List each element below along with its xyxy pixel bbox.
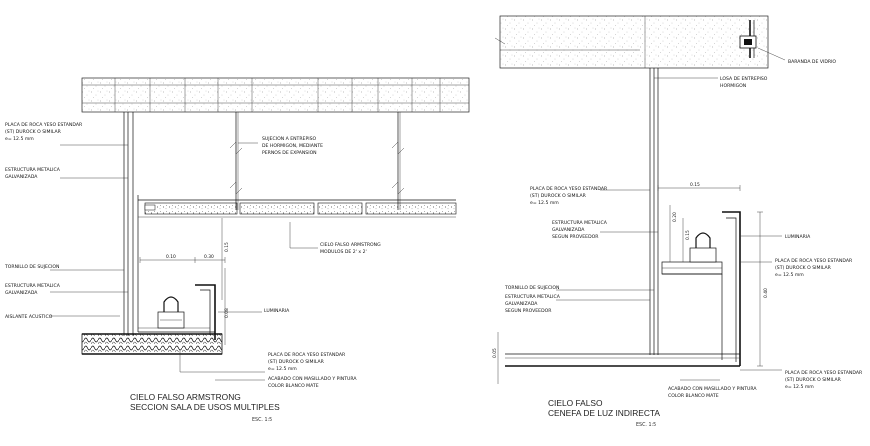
svg-text:GALVANIZADA: GALVANIZADA [5,174,38,180]
svg-text:(ST) DUROCK O SIMILAR: (ST) DUROCK O SIMILAR [5,129,62,135]
left-label-acabado: ACABADO CON MASILLADO Y PINTURA COLOR BL… [268,376,357,389]
left-ceiling-tiles [138,199,457,218]
svg-text:BARANDA DE VIDRIO: BARANDA DE VIDRIO [788,59,836,65]
left-label-cielo-falso: CIELO FALSO ARMSTRONG MODULOS DE 2' x 2' [320,242,381,255]
right-title-line2: CENEFA DE LUZ INDIRECTA [548,408,660,418]
svg-text:SEGUN PROVEEDOR: SEGUN PROVEEDOR [505,308,552,314]
svg-text:CIELO FALSO ARMSTRONG: CIELO FALSO ARMSTRONG [320,242,381,248]
left-label-aislante: AISLANTE ACUSTICO [5,314,53,320]
left-title-line1: CIELO FALSO ARMSTRONG [130,392,241,402]
right-scale: ESC. 1:5 [636,422,656,428]
right-ceiling-line [505,353,740,367]
left-label-luminaria: LUMINARIA [264,308,290,314]
svg-text:COLOR BLANCO MATE: COLOR BLANCO MATE [668,393,719,399]
svg-text:e= 12.5 mm: e= 12.5 mm [775,272,804,278]
right-label-placa-bottom: PLACA DE ROCA YESO ESTANDAR (ST) DUROCK … [785,370,863,390]
right-cove-fascia [661,211,741,366]
right-title-line1: CIELO FALSO [548,398,603,408]
svg-text:e= 12.5 mm: e= 12.5 mm [5,136,34,142]
svg-text:(ST) DUROCK O SIMILAR: (ST) DUROCK O SIMILAR [775,265,832,271]
svg-text:TORNILLO DE SUJECION: TORNILLO DE SUJECION [4,264,60,270]
svg-text:COLOR BLANCO MATE: COLOR BLANCO MATE [268,383,319,389]
right-leaders [556,77,782,381]
left-label-estructura: ESTRUCTURA METALICA GALVANIZADA [5,167,61,180]
svg-text:GALVANIZADA: GALVANIZADA [552,227,585,233]
svg-text:PLACA DE ROCA YESO ESTANDAR: PLACA DE ROCA YESO ESTANDAR [530,186,608,192]
svg-text:ACABADO CON MASILLADO Y PINTUR: ACABADO CON MASILLADO Y PINTURA [668,386,757,392]
svg-text:AISLANTE ACUSTICO: AISLANTE ACUSTICO [5,314,53,320]
svg-text:(ST) DUROCK O SIMILAR: (ST) DUROCK O SIMILAR [268,359,325,365]
left-detail: 0.10 0.30 0.15 0.08 PLACA DE ROCA YESO E… [4,77,470,423]
svg-text:DE HORMIGON, MEDIANTE: DE HORMIGON, MEDIANTE [262,143,323,149]
right-dim-1: 0.15 [690,182,700,188]
left-title-line2: SECCION SALA DE USOS MULTIPLES [130,402,280,412]
right-label-acabado: ACABADO CON MASILLADO Y PINTURA COLOR BL… [668,386,757,399]
svg-text:(ST) DUROCK O SIMILAR: (ST) DUROCK O SIMILAR [785,377,842,383]
svg-text:PLACA DE ROCA YESO ESTANDAR: PLACA DE ROCA YESO ESTANDAR [268,352,346,358]
left-label-estructura2: ESTRUCTURA METALICA GALVANIZADA [5,283,61,296]
right-detail: 0.15 0.20 0.15 0.40 0.05 BARANDA DE VIDR… [492,15,863,428]
svg-text:e= 12.5 mm: e= 12.5 mm [530,200,559,206]
svg-text:ESTRUCTURA METALICA: ESTRUCTURA METALICA [5,283,61,289]
svg-text:e= 12.5 mm: e= 12.5 mm [268,366,297,372]
left-scale: ESC. 1:5 [252,417,272,423]
right-label-estructura: ESTRUCTURA METALICA GALVANIZADA SEGUN PR… [552,220,608,240]
svg-text:PLACA DE ROCA YESO ESTANDAR: PLACA DE ROCA YESO ESTANDAR [5,122,83,128]
left-luminaire-icon [157,296,185,329]
right-wall [649,68,659,355]
right-luminaire-icon [689,232,717,263]
right-dim-4: 0.40 [763,288,769,298]
right-dim-3: 0.15 [685,230,691,240]
svg-text:GALVANIZADA: GALVANIZADA [505,301,538,307]
left-dim-1: 0.10 [166,254,176,260]
svg-text:ESTRUCTURA METALICA: ESTRUCTURA METALICA [505,294,561,300]
svg-text:HORMIGON: HORMIGON [720,83,746,89]
svg-text:MODULOS DE 2' x 2': MODULOS DE 2' x 2' [320,249,367,255]
svg-text:PLACA DE ROCA YESO ESTANDAR: PLACA DE ROCA YESO ESTANDAR [775,258,853,264]
left-fascia-box [138,268,226,345]
left-dim-4: 0.08 [224,308,230,318]
svg-text:LUMINARIA: LUMINARIA [264,308,290,314]
svg-text:e= 12.5 mm: e= 12.5 mm [785,384,814,390]
svg-text:ESTRUCTURA METALICA: ESTRUCTURA METALICA [552,220,608,226]
svg-text:ACABADO CON MASILLADO Y PINTUR: ACABADO CON MASILLADO Y PINTURA [268,376,357,382]
right-label-placa-right: PLACA DE ROCA YESO ESTANDAR (ST) DUROCK … [775,258,853,278]
right-label-baranda: BARANDA DE VIDRIO [788,59,836,65]
right-dimensions: 0.15 0.20 0.15 0.40 0.05 [492,182,769,384]
right-label-tornillo: TORNILLO DE SUJECION [504,285,560,291]
left-label-sujecion: SUJECION A ENTREPISO DE HORMIGON, MEDIAN… [262,136,323,156]
left-dim-3: 0.15 [224,242,230,252]
left-insulation [81,333,223,355]
right-label-luminaria: LUMINARIA [785,234,811,240]
left-label-placa-roca: PLACA DE ROCA YESO ESTANDAR (ST) DUROCK … [5,122,83,142]
left-leaders [50,142,318,381]
left-dim-2: 0.30 [204,254,214,260]
right-dim-5: 0.05 [492,348,498,358]
svg-text:(ST) DUROCK O SIMILAR: (ST) DUROCK O SIMILAR [530,193,587,199]
left-dimensions: 0.10 0.30 0.15 0.08 [139,218,230,318]
left-concrete-slab [81,77,470,113]
svg-text:TORNILLO DE SUJECION: TORNILLO DE SUJECION [504,285,560,291]
svg-text:PERNOS DE EXPANSION: PERNOS DE EXPANSION [262,150,317,156]
right-concrete-slab [494,15,769,69]
svg-text:ESTRUCTURA METALICA: ESTRUCTURA METALICA [5,167,61,173]
left-hangers [229,112,405,210]
svg-text:LOSA DE ENTREPISO: LOSA DE ENTREPISO [720,76,768,82]
right-label-estructura2: ESTRUCTURA METALICA GALVANIZADA SEGUN PR… [505,294,561,314]
left-label-tornillo: TORNILLO DE SUJECION [4,264,60,270]
right-label-losa: LOSA DE ENTREPISO HORMIGON [720,76,768,89]
left-label-placa-bottom: PLACA DE ROCA YESO ESTANDAR (ST) DUROCK … [268,352,346,372]
left-wall [123,112,139,336]
svg-text:PLACA DE ROCA YESO ESTANDAR: PLACA DE ROCA YESO ESTANDAR [785,370,863,376]
right-dim-2: 0.20 [672,212,678,222]
svg-text:SEGUN PROVEEDOR: SEGUN PROVEEDOR [552,234,599,240]
svg-text:LUMINARIA: LUMINARIA [785,234,811,240]
right-label-placa-top: PLACA DE ROCA YESO ESTANDAR (ST) DUROCK … [530,186,608,206]
svg-text:GALVANIZADA: GALVANIZADA [5,290,38,296]
right-glass-railing [739,20,786,61]
svg-text:SUJECION A ENTREPISO: SUJECION A ENTREPISO [262,136,316,142]
